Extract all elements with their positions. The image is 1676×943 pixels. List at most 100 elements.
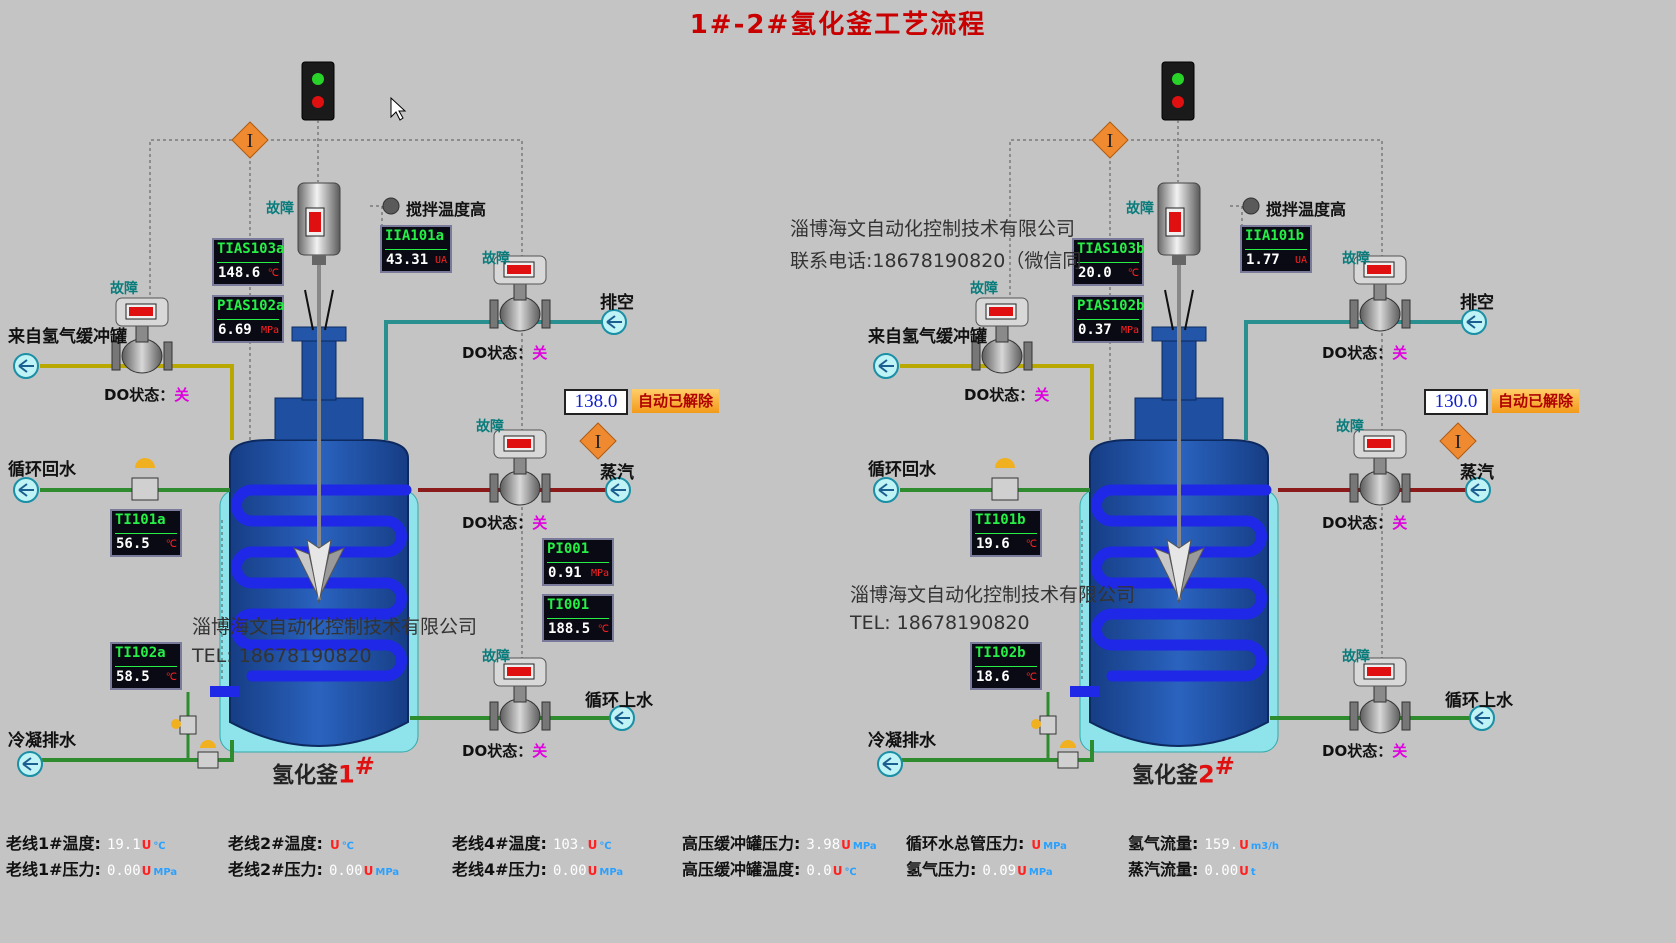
reactor2-vent-valve-body[interactable] [1359,296,1401,332]
reactor2-interlock-steam[interactable] [1439,422,1477,460]
status-item-marker: U [1239,864,1249,878]
reactor1-hydrogen-valve-do: DO状态：关 [104,384,189,405]
reactor1-steam-valve-body[interactable] [499,470,541,506]
reactor1-vent-valve-body[interactable] [499,296,541,332]
reactor2-interlock-steam-symbol: I [1455,431,1462,453]
reactor1-vent-label: 排空 [600,293,634,313]
reactor1-coil-outlet [210,686,240,697]
reactor2-condensate-pipe [902,740,1094,762]
reactor1-steam-setpoint-input[interactable]: 138.0 [564,389,628,415]
reactor2-ti102-display-value: 18.6 [976,669,1010,685]
reactor2-return-valve-cap [995,458,1015,468]
reactor1-condensate-valve-cap [200,740,216,748]
reactor2-return-valve[interactable] [991,477,1019,501]
reactor1-ti001-display-value: 188.5 [548,621,591,637]
reactor2-hydrogen-valve-body[interactable] [981,338,1023,374]
reactor2-condensate-outlet-arrow-icon [882,757,898,771]
reactor2-interlock-top[interactable] [1091,121,1129,159]
reactor1-iia101-display-divider [385,249,447,250]
top-watermark-company: 淄博海文自动化控制技术有限公司 [790,218,1076,240]
reactor1-pias102-display-value: 6.69 [218,322,252,338]
reactor1-interlock-top[interactable] [231,121,269,159]
reactor1-hydrogen-inlet-arrow-icon [18,359,34,373]
reactor2-steam-valve-body[interactable] [1359,470,1401,506]
status-item: 高压缓冲罐温度:0.0U℃ [682,856,857,880]
reactor1-interlock-status[interactable]: 自动已解除 [632,389,720,413]
reactor1-interlock-steam[interactable] [579,422,617,460]
reactor2-coupling [1164,289,1174,331]
reactor1-return-valve[interactable] [131,477,159,501]
reactor2-supply-valve-do-value: 关 [1392,742,1408,760]
status-item-marker: U [587,838,598,852]
reactor2-signal-light[interactable] [1161,61,1195,121]
status-item-marker: U [832,864,843,878]
reactor2-pias102-display-unit: MPa [1120,325,1139,336]
reactor1-watermark-company: 淄博海文自动化控制技术有限公司 [192,616,478,638]
reactor1-hydrogen-valve-body[interactable] [121,338,163,374]
reactor2-drain-valve[interactable] [1039,715,1057,735]
reactor1-return-valve-cap [135,458,155,468]
status-item-value: 0.0 [806,863,832,879]
reactor1-impeller [292,538,346,604]
reactor2-motor-indicator [1169,212,1181,232]
reactor1-supply-valve-do-value: 关 [532,742,548,760]
reactor2-steam-valve-flange-left [1349,473,1359,503]
status-item-label: 老线1#温度: [6,834,101,853]
reactor2-interlock-status[interactable]: 自动已解除 [1492,389,1580,413]
reactor1-motor-indicator [309,212,321,232]
status-item-value: 0.00 [328,863,363,879]
reactor2-iia101-display-value: 1.77 [1246,252,1280,268]
status-item-marker: U [1031,838,1042,852]
status-item-marker: U [363,864,374,878]
reactor2-steam-setpoint-input[interactable]: 130.0 [1424,389,1488,415]
reactor1-pi001-display-divider [547,562,609,563]
status-item-label: 老线2#温度: [228,834,323,853]
reactor1-drain-valve[interactable] [179,715,197,735]
reactor1-signal-light-red-lamp [312,96,324,108]
reactor2-hydrogen-valve-fault-label: 故障 [970,281,998,297]
reactor1-pi001-display-unit: MPa [590,568,609,579]
reactor2-ti102-display-tag: TI102b [975,645,1026,661]
reactor2-return-water-label: 循环回水 [868,460,936,480]
mouse-cursor [390,96,407,121]
reactor2-impeller [1152,538,1206,604]
reactor1-supply-water-valve-body[interactable] [499,698,541,734]
reactor1-pi001-display-tag: PI001 [547,541,590,557]
reactor2-condensate-valve[interactable] [1057,751,1079,769]
reactor1-signal-light-green-lamp [312,73,324,85]
reactor1-signal-light[interactable] [301,61,335,121]
reactor1-iia101-display-unit: UA [434,255,447,266]
reactor1-hydrogen-label: 来自氢气缓冲罐 [8,327,127,347]
reactor2-supply-water-valve-flange-right [1401,701,1411,731]
status-item-label: 老线4#压力: [452,860,547,879]
reactor2-supply-water-label: 循环上水 [1445,691,1513,711]
reactor1-coupling [304,289,314,331]
reactor1-ti102-display-value: 58.5 [116,669,150,685]
reactor1-pias102-display-tag: PIAS102a [217,298,285,314]
reactor1-supply-water-inlet-arrow-icon [614,711,630,725]
status-item-value: 159. [1204,837,1239,853]
status-item-unit: m3/h [1250,841,1280,852]
page-title: 1#-2#氢化釜工艺流程 [689,10,987,40]
reactor1-condensate-valve[interactable] [197,751,219,769]
reactor1-steam-valve-do: DO状态：关 [462,512,547,533]
reactor2-supply-water-valve-body[interactable] [1359,698,1401,734]
reactor1-ti102-display-divider [115,666,177,667]
reactor1-vent-valve-fault-label: 故障 [482,251,510,267]
reactor2-supply-water-valve-stem [1373,683,1387,703]
reactor2-supply-valve-do-label: DO状态： [1322,742,1393,760]
